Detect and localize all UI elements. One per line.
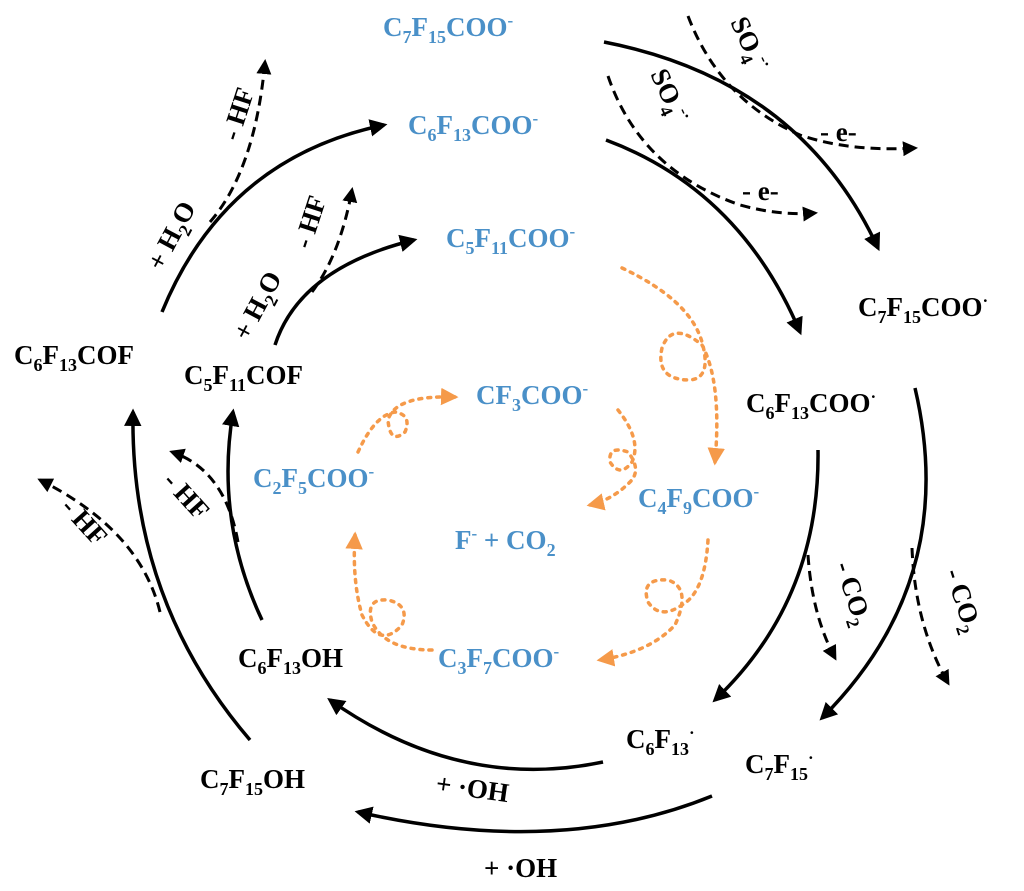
species-c6f13coo-anion: C6F13COO-: [408, 109, 539, 145]
dashed-arrow-hf-top-outer: [208, 59, 272, 223]
dashed-arrow-co2-outer: [910, 547, 950, 686]
step-hf-left-inner: - HF: [158, 466, 216, 526]
species-c7f15oh: C7F15OH: [200, 764, 305, 799]
species-c6f13-radical: C6F13·: [626, 723, 695, 759]
species-final-products: F- + CO2: [455, 524, 556, 560]
step-h2o-inner: + H2O: [227, 266, 292, 347]
step-oh-inner: + ·OH: [434, 768, 511, 808]
species-c6f13cof: C6F13COF: [14, 340, 134, 375]
dashed-arrow-so4-inner: [606, 75, 818, 222]
step-electron-inner: - e-: [742, 176, 779, 206]
step-oh-outer: + ·OH: [484, 853, 557, 883]
dashed-arrow-hf-left-outer: [37, 478, 162, 613]
species-c7f15coo-radical: C7F15COO·: [858, 291, 988, 327]
arrow-c5f11cof-to-c5f11coo: [273, 234, 418, 346]
species-c5f11coo-anion: C5F11COO-: [446, 222, 576, 258]
species-c2f5coo-anion: C2F5COO-: [253, 462, 375, 498]
step-co2-inner: - CO2: [825, 558, 878, 631]
species-c7f15coo-anion: C7F15COO-: [383, 11, 514, 47]
orange-arrow-c4-to-c3: [596, 538, 710, 667]
arrow-c6f13-radical-to-c6f13oh: [327, 697, 604, 772]
species-c3f7coo-anion: C3F7COO-: [438, 642, 560, 678]
dashed-arrow-so4-outer: [686, 15, 918, 157]
arrow-c7f15-radical-to-c7f15oh: [354, 794, 713, 834]
dashed-arrow-co2-inner: [806, 554, 837, 661]
step-co2-outer: - CO2: [935, 565, 988, 638]
orange-arrow-c3-to-c2: [345, 531, 434, 652]
dashed-arrow-hf-left-inner: [169, 448, 240, 543]
orange-arrow-c5-to-c4: [620, 266, 725, 466]
orange-arrow-cf3-to-final: [586, 408, 638, 511]
step-electron-outer: - e-: [820, 117, 857, 147]
species-c4f9coo-anion: C4F9COO-: [638, 482, 760, 518]
arrow-c7f15oh-to-c6f13cof: [124, 408, 252, 742]
arrow-c6f13coo-radical-to-c6f13-radical: [712, 449, 820, 703]
species-cf3coo-anion: CF3COO-: [476, 379, 589, 415]
step-h2o-outer: + H2O: [141, 196, 206, 277]
species-c6f13oh: C6F13OH: [238, 643, 343, 678]
species-c5f11cof: C5F11COF: [184, 360, 303, 395]
arrow-c7f15coo-to-radical: [603, 40, 881, 252]
step-hf-left-outer: - HF: [56, 492, 114, 552]
step-hf-top-inner: - HF: [287, 192, 332, 252]
orange-arrow-c2-to-cf3: [356, 387, 459, 454]
arrow-c7f15coo-radical-to-c7f15-radical: [819, 387, 928, 721]
arrow-c6f13cof-to-c6f13coo: [160, 119, 388, 313]
step-so4-outer: SO4-·: [720, 11, 776, 77]
species-c6f13coo-radical: C6F13COO·: [746, 387, 876, 423]
dashed-arrow-hf-top-inner: [310, 187, 358, 293]
step-so4-inner: SO4-·: [640, 63, 696, 129]
arrow-c6f13coo-to-radical: [605, 138, 803, 336]
arrow-c6f13oh-to-c5f11cof: [222, 408, 264, 621]
species-c7f15-radical: C7F15·: [745, 748, 814, 784]
